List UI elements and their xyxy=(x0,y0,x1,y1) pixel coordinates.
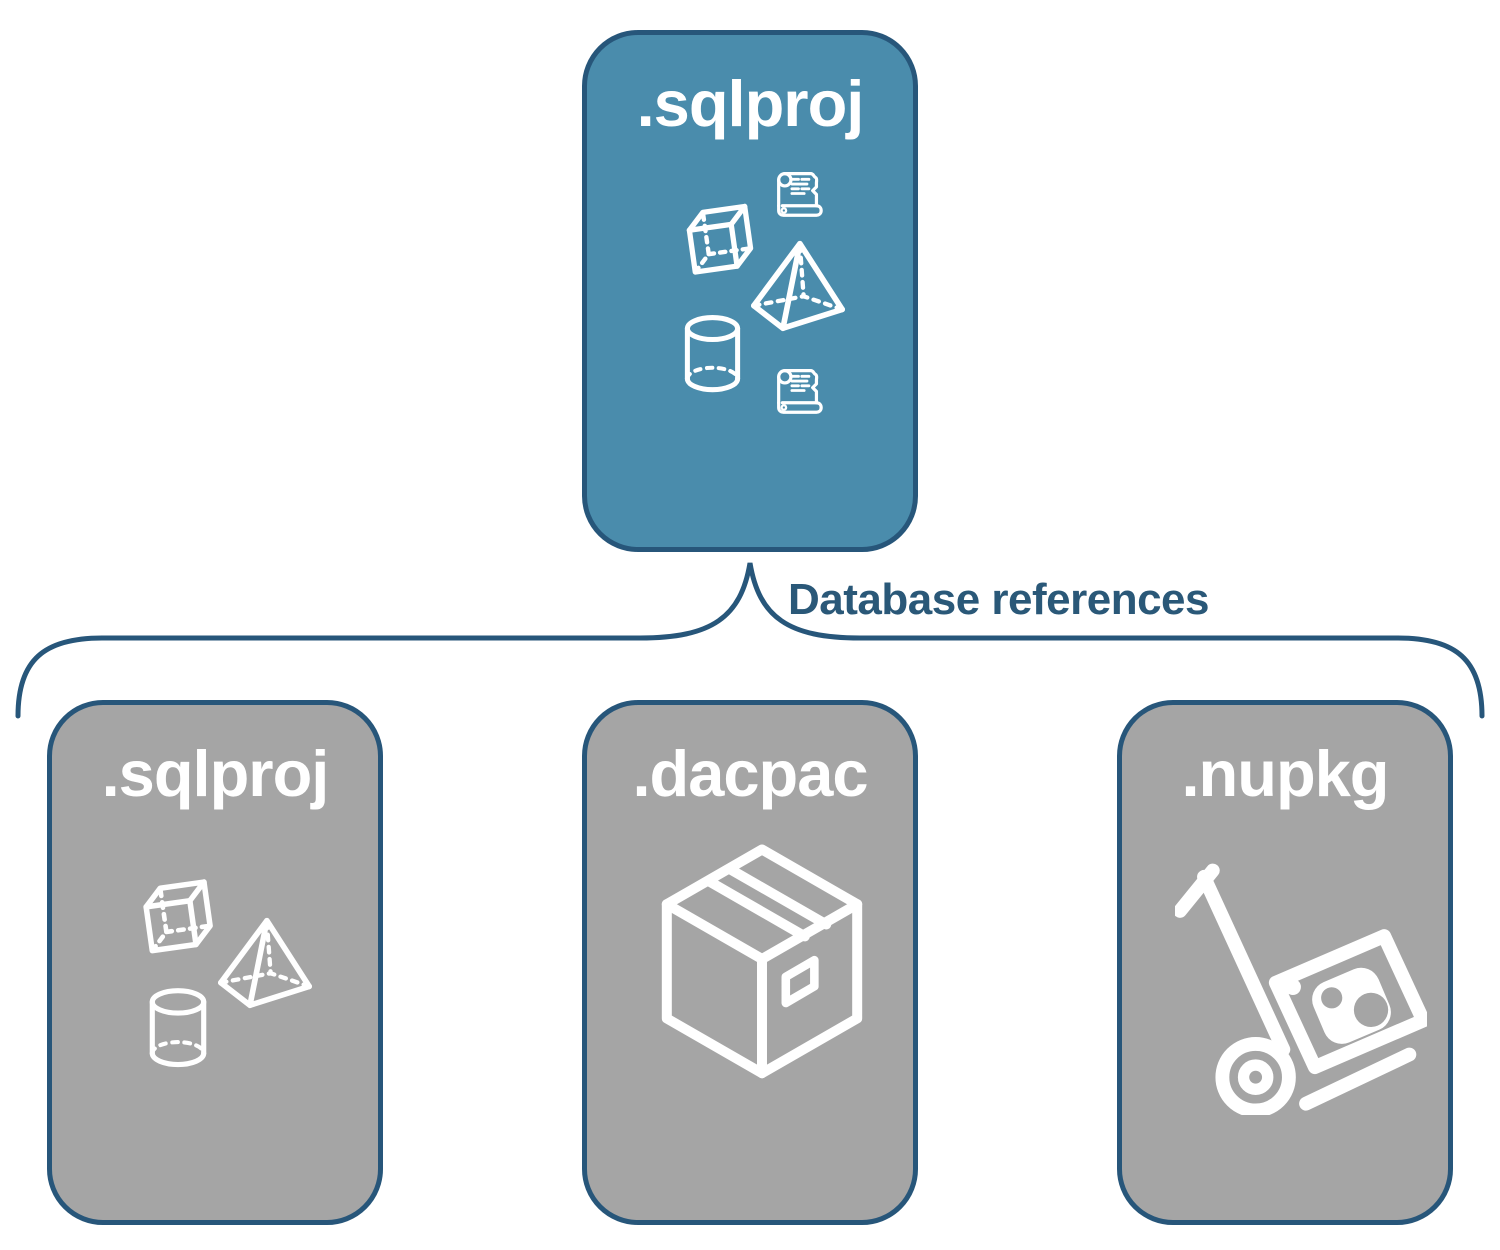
database-references-label: Database references xyxy=(788,575,1209,624)
node-title: .nupkg xyxy=(1181,737,1389,810)
pyramid-icon xyxy=(751,240,845,332)
nuget-handtruck-icon xyxy=(1175,863,1427,1115)
node-sqlproj-child: .sqlproj xyxy=(47,700,383,1225)
node-dacpac: .dacpac xyxy=(582,700,918,1225)
node-title: .dacpac xyxy=(632,737,868,810)
scroll-icon xyxy=(777,369,823,414)
node-nupkg: .nupkg xyxy=(1117,700,1453,1225)
cube-icon xyxy=(143,879,213,954)
scroll-icon xyxy=(777,172,823,217)
cylinder-icon xyxy=(684,315,741,393)
cube-icon xyxy=(686,203,754,275)
node-sqlproj-parent: .sqlproj xyxy=(582,30,918,552)
node-title: .sqlproj xyxy=(636,67,865,140)
cylinder-icon xyxy=(149,988,207,1068)
pyramid-icon xyxy=(218,917,312,1009)
node-title: .sqlproj xyxy=(101,737,330,810)
package-box-icon xyxy=(661,844,863,1079)
